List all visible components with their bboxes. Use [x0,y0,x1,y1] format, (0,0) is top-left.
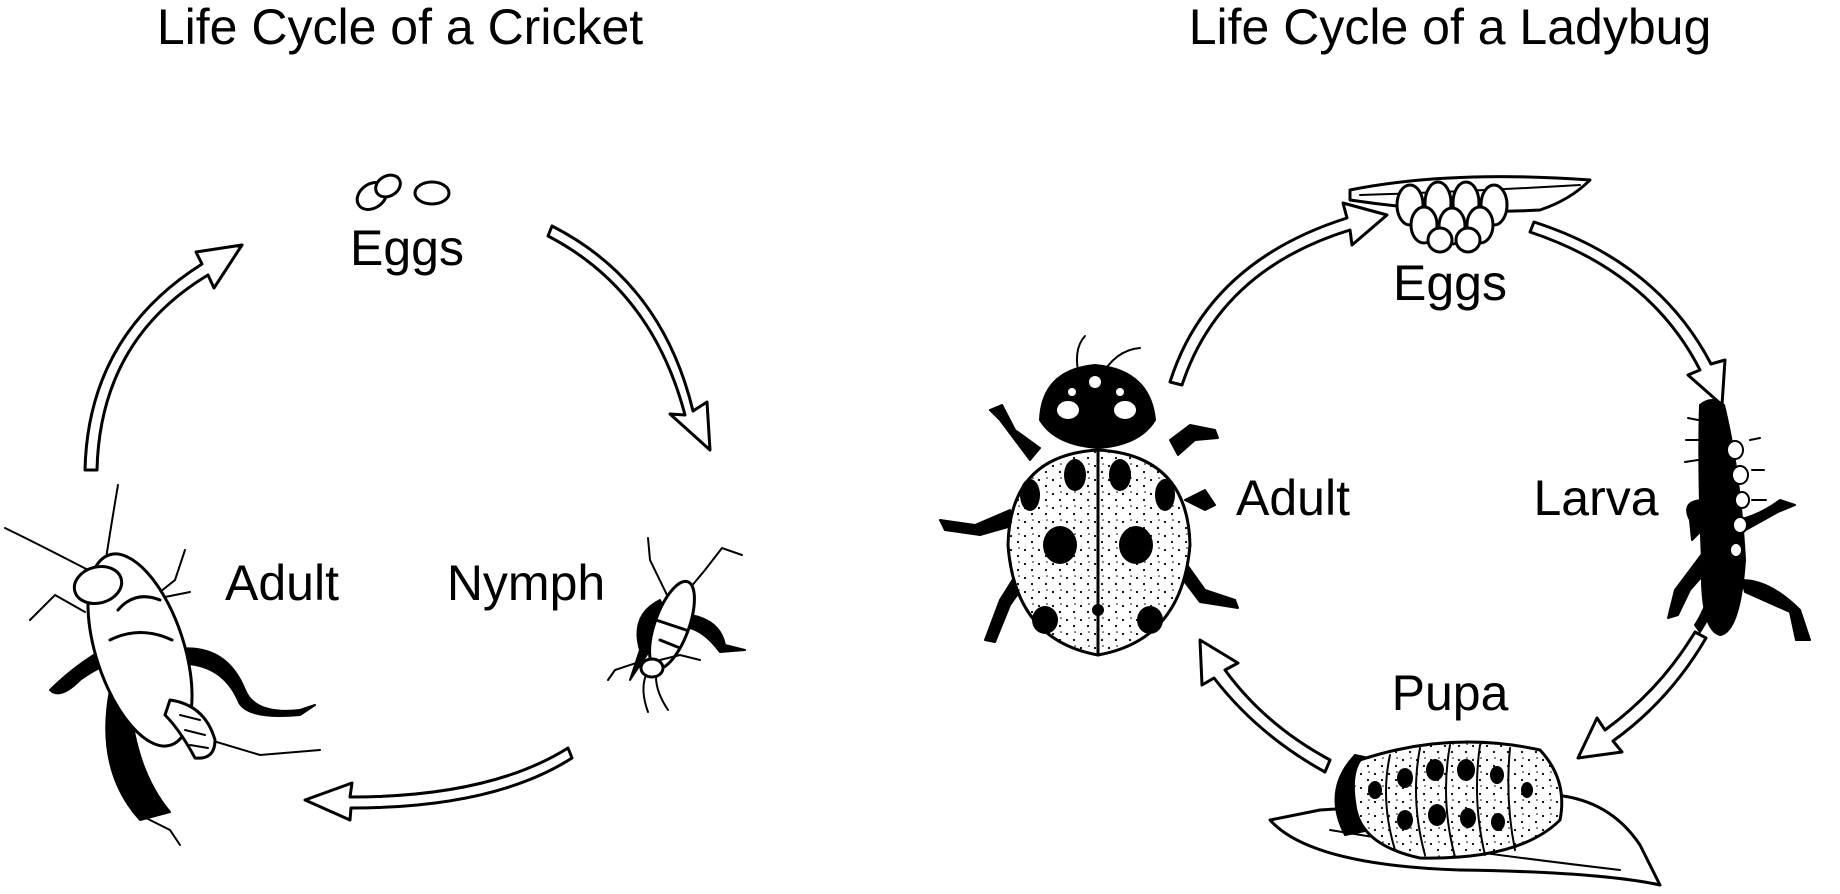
cricket-arrow-nymph-to-adult [303,746,574,822]
ladybug-pupa-label: Pupa [1392,665,1509,721]
ladybug-panel: Life Cycle of a Ladybug Eggs [939,0,1811,887]
ladybug-arrow-eggs-to-larva [1528,220,1727,407]
ladybug-title: Life Cycle of a Ladybug [1189,0,1712,55]
cricket-arrow-eggs-to-nymph [546,224,712,452]
ladybug-adult-icon [939,335,1239,657]
cricket-nymph-icon [607,537,746,713]
ladybug-adult-label: Adult [1236,470,1350,526]
cricket-adult-icon [4,484,321,846]
ladybug-arrow-adult-to-eggs [1168,201,1389,387]
cricket-eggs-label: Eggs [350,220,464,276]
cricket-adult-label: Adult [225,555,339,611]
cricket-title: Life Cycle of a Cricket [157,0,643,55]
ladybug-larva-icon [1667,399,1811,641]
ladybug-eggs-icon [1348,175,1592,254]
ladybug-pupa-icon [1268,740,1662,887]
ladybug-larva-label: Larva [1533,470,1658,526]
ladybug-arrow-larva-to-pupa [1576,630,1708,760]
cricket-eggs-icon [355,173,451,211]
ladybug-arrow-pupa-to-adult [1198,638,1332,774]
cricket-panel: Life Cycle of a Cricket Eggs [4,0,746,846]
ladybug-eggs-label: Eggs [1393,255,1507,311]
cricket-arrow-adult-to-eggs [83,243,244,472]
cricket-nymph-label: Nymph [447,555,605,611]
